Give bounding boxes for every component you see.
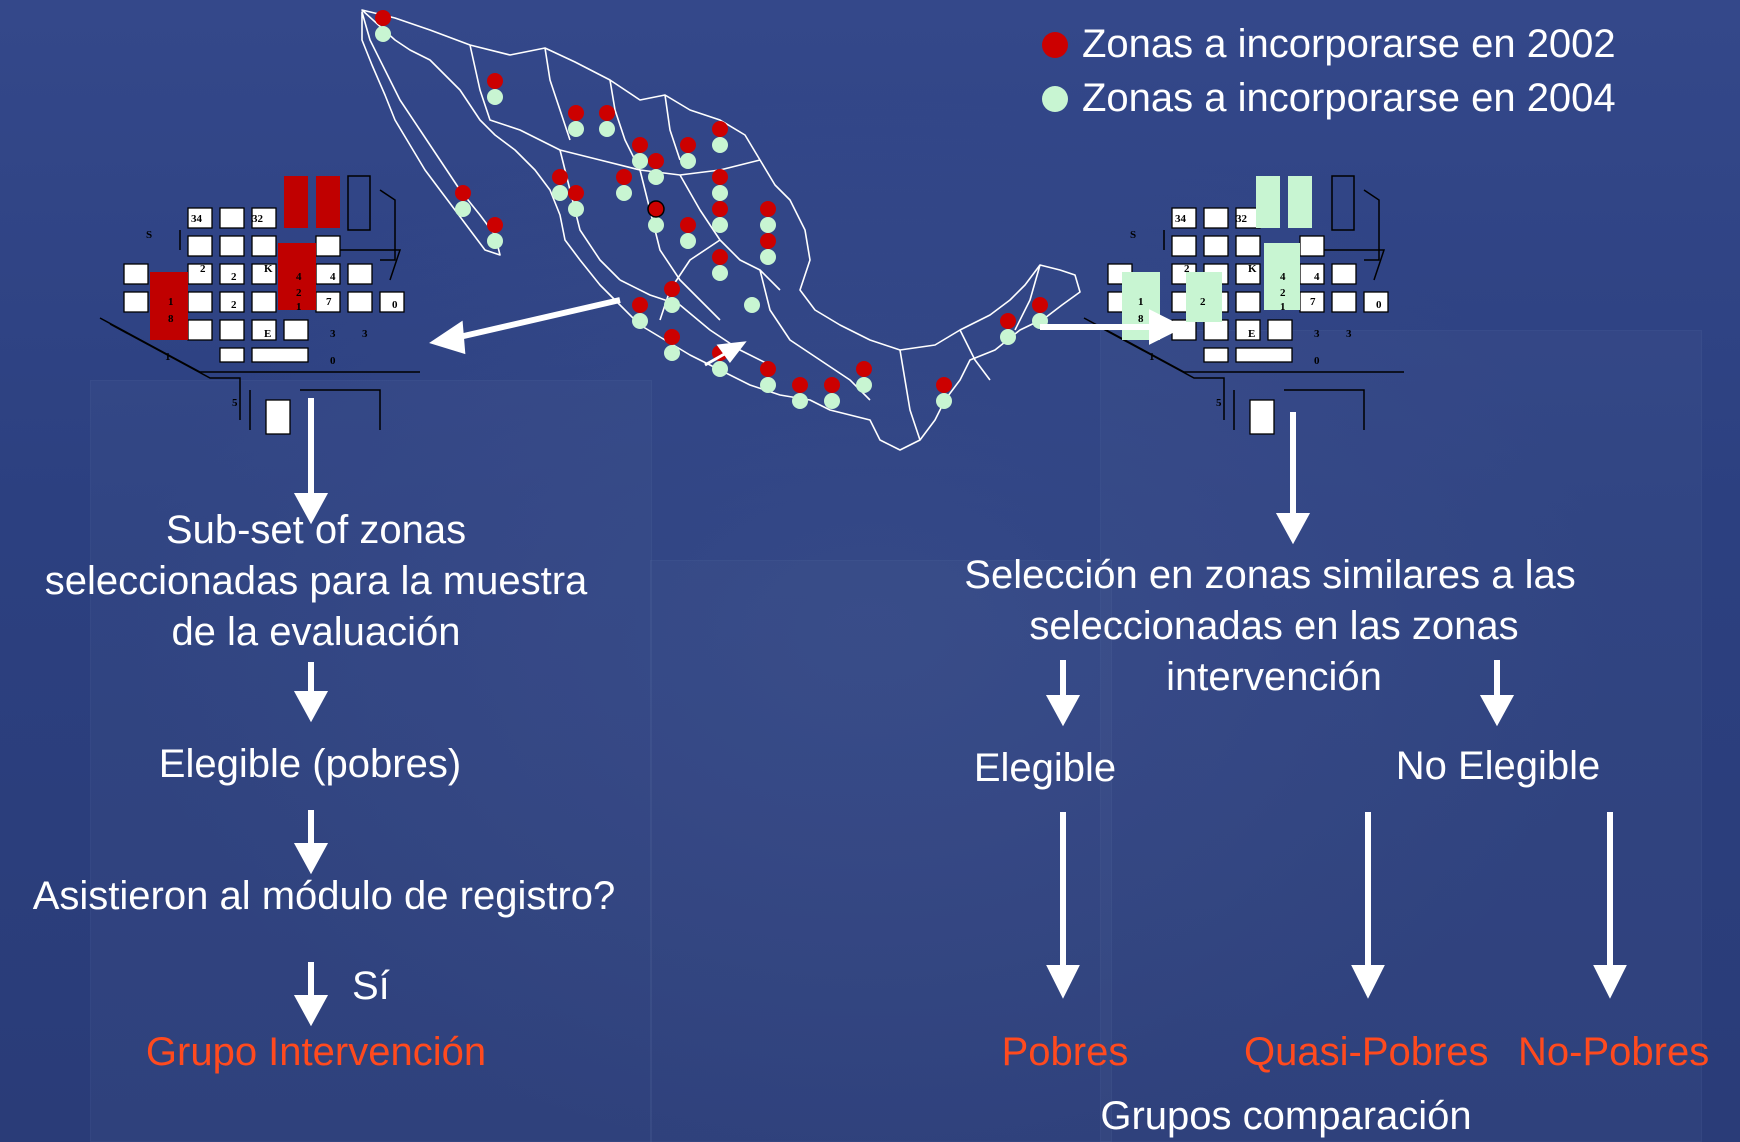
intervention-group-label: Grupo Intervención bbox=[145, 1030, 487, 1074]
legend-item-2002: Zonas a incorporarse en 2002 bbox=[1042, 22, 1616, 67]
legend-item-2004: Zonas a incorporarse en 2004 bbox=[1042, 76, 1616, 121]
svg-text:2: 2 bbox=[1280, 287, 1286, 299]
right-selection-line-2: seleccionadas en las zonas bbox=[1029, 604, 1519, 648]
red-dot-icon bbox=[1042, 31, 1068, 58]
svg-text:2: 2 bbox=[296, 287, 302, 299]
svg-text:4: 4 bbox=[1280, 271, 1286, 283]
left-yes-label: Sí bbox=[352, 964, 390, 1008]
right-eligible-label: Elegible bbox=[973, 746, 1117, 790]
group-poor-label: Pobres bbox=[1001, 1030, 1129, 1074]
svg-text:8: 8 bbox=[1138, 313, 1144, 325]
right-selection-line-3: intervención bbox=[1166, 655, 1382, 699]
svg-text:1: 1 bbox=[296, 301, 302, 313]
green-dot-icon bbox=[1042, 85, 1068, 112]
group-nonpoor-label: No-Pobres bbox=[1518, 1030, 1710, 1074]
left-block-map: 1 8 4 2 1 bbox=[99, 175, 421, 435]
left-subset-line-2: seleccionadas para la muestra bbox=[44, 559, 588, 603]
background-building-left bbox=[90, 380, 652, 1142]
svg-text:4: 4 bbox=[296, 271, 302, 283]
right-selection-line-1: Selección en zonas similares a las bbox=[964, 553, 1576, 597]
legend-label-2004: Zonas a incorporarse en 2004 bbox=[1082, 76, 1616, 120]
left-question-label: Asistieron al módulo de registro? bbox=[32, 874, 616, 918]
right-not-eligible-label: No Elegible bbox=[1395, 744, 1601, 788]
comparison-groups-label: Grupos comparación bbox=[1100, 1094, 1472, 1138]
background-building-center bbox=[650, 560, 1112, 1142]
left-eligible-label: Elegible (pobres) bbox=[158, 742, 462, 786]
group-quasi-label: Quasi-Pobres bbox=[1244, 1030, 1489, 1074]
svg-text:1: 1 bbox=[1138, 296, 1144, 308]
svg-text:2: 2 bbox=[1200, 296, 1206, 308]
arrow-map-to-left bbox=[454, 297, 621, 341]
legend-label-2002: Zonas a incorporarse en 2002 bbox=[1082, 22, 1616, 66]
svg-text:8: 8 bbox=[168, 313, 174, 325]
svg-text:1: 1 bbox=[168, 296, 174, 308]
zone-dots bbox=[375, 10, 1048, 409]
svg-text:1: 1 bbox=[1280, 301, 1286, 313]
left-subset-line-3: de la evaluación bbox=[171, 610, 461, 654]
left-subset-line-1: Sub-set of zonas bbox=[165, 508, 467, 552]
zone-2004-dots bbox=[375, 26, 1048, 409]
